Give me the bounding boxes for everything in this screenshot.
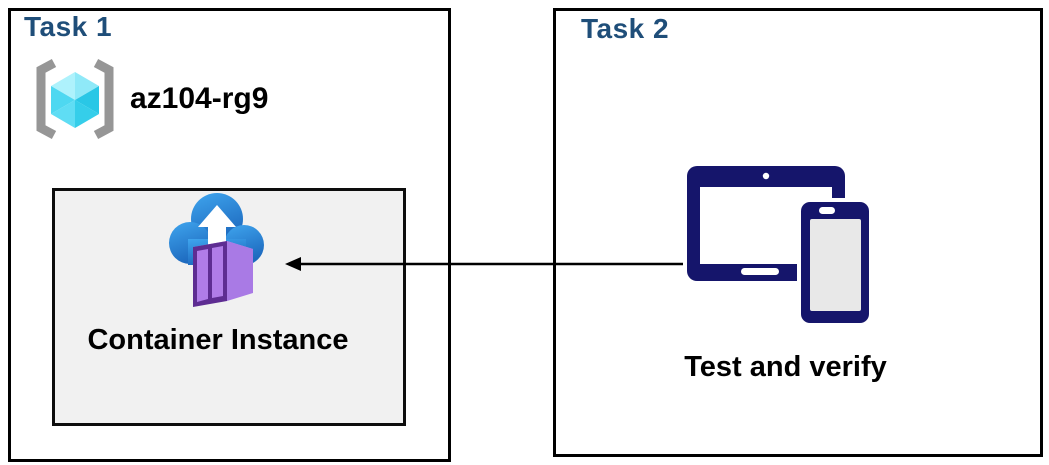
task1-title: Task 1 bbox=[24, 11, 113, 42]
resource-group-name: az104-rg9 bbox=[130, 82, 269, 115]
task2-title: Task 2 bbox=[581, 13, 670, 44]
container-instance-icon bbox=[169, 193, 264, 307]
container-instance-label: Container Instance bbox=[87, 324, 349, 356]
task2-box bbox=[553, 8, 1043, 457]
phone-shape bbox=[797, 198, 872, 326]
resource-group-icon bbox=[36, 59, 114, 139]
connector-arrow bbox=[285, 257, 683, 271]
container-box-shape bbox=[193, 241, 253, 307]
devices-icon bbox=[687, 166, 872, 326]
test-and-verify-label: Test and verify bbox=[684, 351, 887, 383]
arrowhead-left bbox=[285, 257, 301, 271]
upload-arrow-shape bbox=[198, 205, 236, 245]
